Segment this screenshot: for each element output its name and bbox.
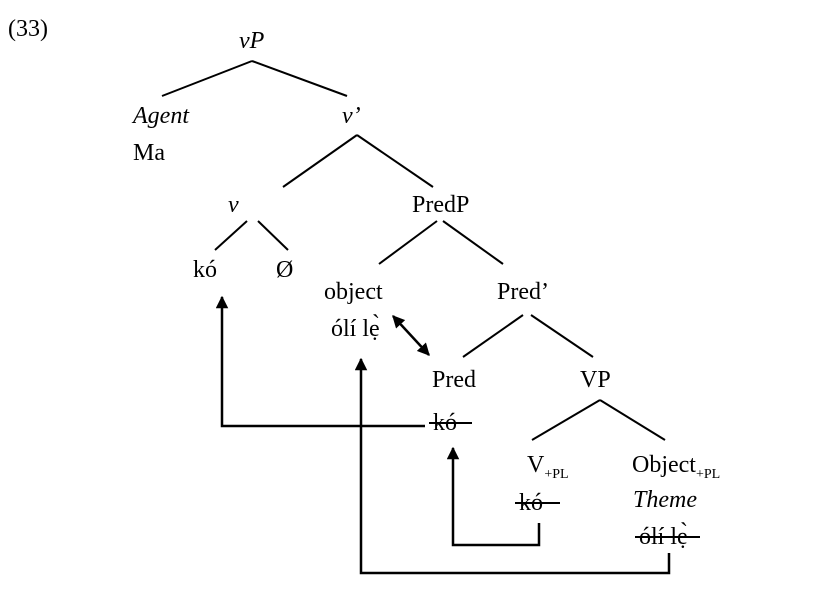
example-number: (33) (8, 16, 48, 42)
node-object-pl-sub: +PL (696, 467, 720, 482)
edge-v-ko (214, 220, 248, 251)
node-vP-rest: P (249, 28, 265, 54)
node-pred: Pred (432, 367, 476, 393)
node-vp: VP (580, 367, 611, 393)
edge-predP-object (378, 220, 438, 265)
node-null: Ø (276, 257, 293, 283)
movement-arrows (215, 295, 671, 575)
edge-vp-v (531, 399, 601, 441)
edge-vP-agent (161, 60, 253, 97)
node-predP: PredP (412, 192, 469, 218)
movement-arrow-v-to-pred (446, 446, 541, 547)
node-object: object (324, 279, 383, 305)
node-ko: kó (193, 257, 217, 283)
node-vP-head: v (239, 28, 250, 54)
movement-arrow-object-to-spec (354, 357, 671, 575)
node-object-pl: Object+PL (632, 452, 720, 482)
agree-arrow-object-pred (392, 315, 430, 356)
node-v-bar: v’ (342, 103, 361, 129)
node-v-pl: V+PL (527, 452, 569, 482)
edge-vbar-v (282, 134, 358, 188)
node-pred-bar: Pred’ (497, 279, 549, 305)
node-vP: vP (239, 28, 265, 54)
node-v: v (228, 192, 239, 218)
node-v-pl-base: V (527, 452, 545, 478)
edge-vbar-predP (356, 134, 434, 188)
node-theme: Theme (633, 487, 697, 513)
node-agent: Agent (131, 103, 190, 129)
movement-arrow-pred-to-v (215, 295, 425, 428)
edge-predbar-vp (530, 314, 594, 358)
edge-predbar-pred (462, 314, 524, 358)
edge-v-null (257, 220, 289, 251)
edge-vP-vbar (251, 60, 348, 97)
node-oli-le: ólí lẹ̀ (331, 315, 380, 342)
node-ma: Ma (133, 140, 165, 166)
tree-edges (161, 60, 666, 441)
edge-vp-object (599, 399, 666, 441)
node-v-pl-sub: +PL (544, 467, 568, 482)
node-object-pl-base: Object (632, 452, 696, 478)
edge-predP-predbar (442, 220, 504, 265)
